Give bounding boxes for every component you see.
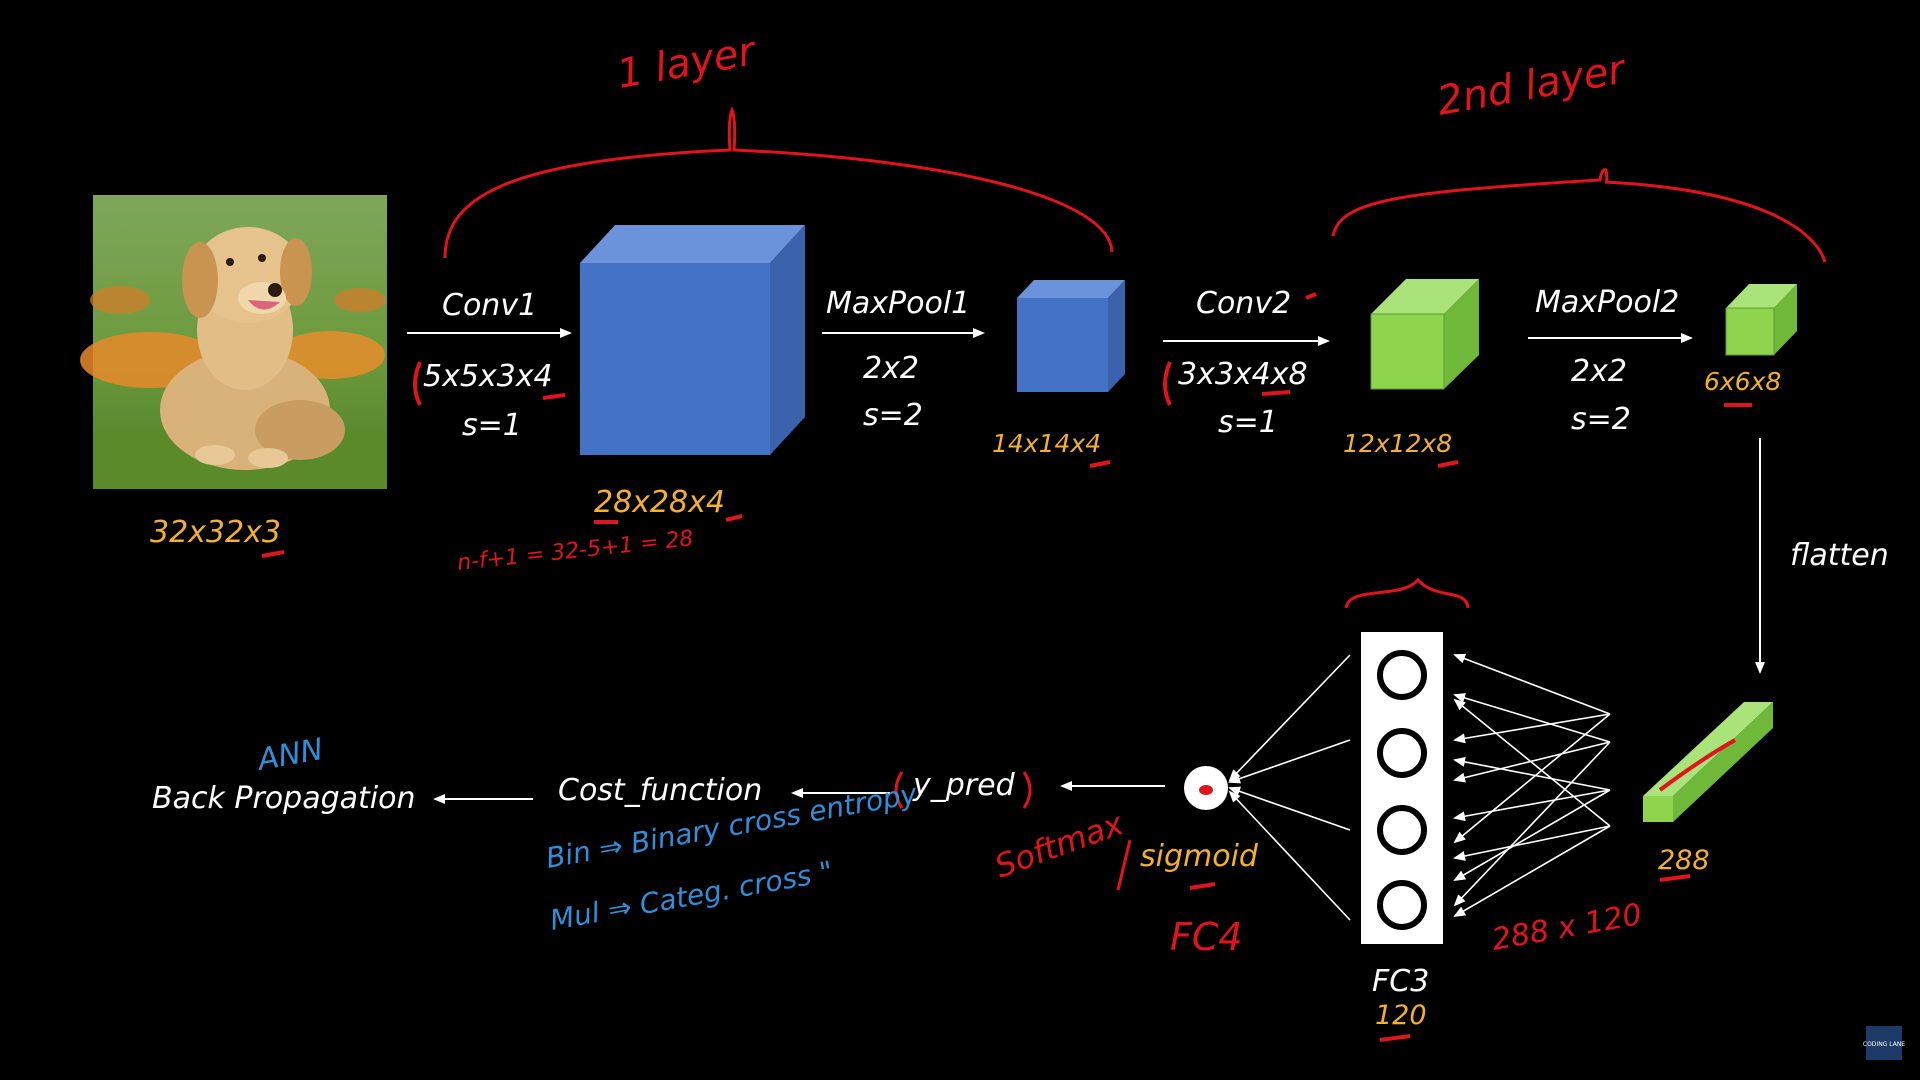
backprop-label: Back Propagation — [152, 781, 415, 816]
softmax-slash — [1116, 839, 1132, 891]
fc4-note: FC4 — [1170, 915, 1243, 959]
pool2-params: 2x2 — [1571, 354, 1627, 389]
fc3-size: 120 — [1375, 1000, 1427, 1031]
conv1-stride: s=1 — [462, 408, 522, 443]
flatten-vector — [1643, 702, 1773, 822]
pool1-stride: s=2 — [863, 398, 923, 433]
layer2-note: 2nd layer — [1434, 46, 1631, 125]
pool1-params: 2x2 — [863, 351, 919, 386]
conv2-output-cube — [1370, 279, 1479, 390]
pred-label: y_pred — [912, 768, 1016, 803]
fc3-neuron-3 — [1377, 805, 1427, 855]
flatten-to-fc3-connections — [1453, 653, 1611, 918]
output-activation: sigmoid — [1140, 839, 1259, 874]
pool2-title: MaxPool2 — [1535, 285, 1679, 320]
conv2-params: 3x3x4x8 — [1178, 357, 1308, 392]
fc3-neuron-2 — [1377, 728, 1427, 778]
layer1-brace — [443, 105, 1114, 259]
pred-bracket-left — [894, 771, 904, 809]
flatten-label: flatten — [1790, 538, 1889, 573]
conv2-stride: s=1 — [1218, 405, 1278, 440]
conv2-title: Conv2 — [1196, 286, 1291, 321]
pool1-output-cube — [1017, 280, 1125, 392]
fc3-name: FC3 — [1372, 964, 1429, 999]
pred-bracket-right — [1022, 771, 1032, 809]
puppy — [160, 227, 345, 470]
pool1-title: MaxPool1 — [826, 286, 970, 321]
weights-note: 288 x 120 — [1489, 897, 1644, 958]
softmax-note: Softmax — [990, 804, 1129, 886]
formula-note: n-f+1 = 32-5+1 = 28 — [456, 526, 695, 576]
fc3-neuron-4 — [1377, 880, 1427, 930]
output-neuron-mark — [1199, 785, 1213, 795]
ann-note: ANN — [253, 732, 325, 778]
conv1-output-cube — [580, 225, 805, 455]
input-image — [80, 195, 387, 489]
channel-badge: CODING LANE — [1863, 1026, 1905, 1060]
conv1-title: Conv1 — [442, 288, 537, 323]
fc3-brace — [1344, 577, 1470, 609]
conv2-output-dims: 12x12x8 — [1343, 429, 1452, 458]
conv1-output-dims: 28x28x4 — [594, 485, 725, 520]
flatten-output-dims: 288 — [1658, 845, 1710, 876]
badge-text: CODING LANE — [1863, 1041, 1905, 1048]
layer1-note: 1 layer — [614, 28, 761, 98]
fc3-neuron-1 — [1377, 650, 1427, 700]
layer2-brace — [1331, 168, 1827, 263]
pool2-stride: s=2 — [1571, 402, 1631, 437]
pool2-output-cube — [1725, 284, 1797, 356]
fc3-to-output-connections — [1228, 654, 1351, 921]
cost-label: Cost_function — [558, 773, 762, 808]
conv1-params: 5x5x3x4 — [423, 359, 553, 394]
pool1-output-dims: 14x14x4 — [992, 429, 1101, 458]
red-underline-marks — [261, 292, 1752, 1042]
input-dims: 32x32x3 — [150, 515, 281, 550]
pool2-output-dims: 6x6x8 — [1704, 367, 1781, 396]
